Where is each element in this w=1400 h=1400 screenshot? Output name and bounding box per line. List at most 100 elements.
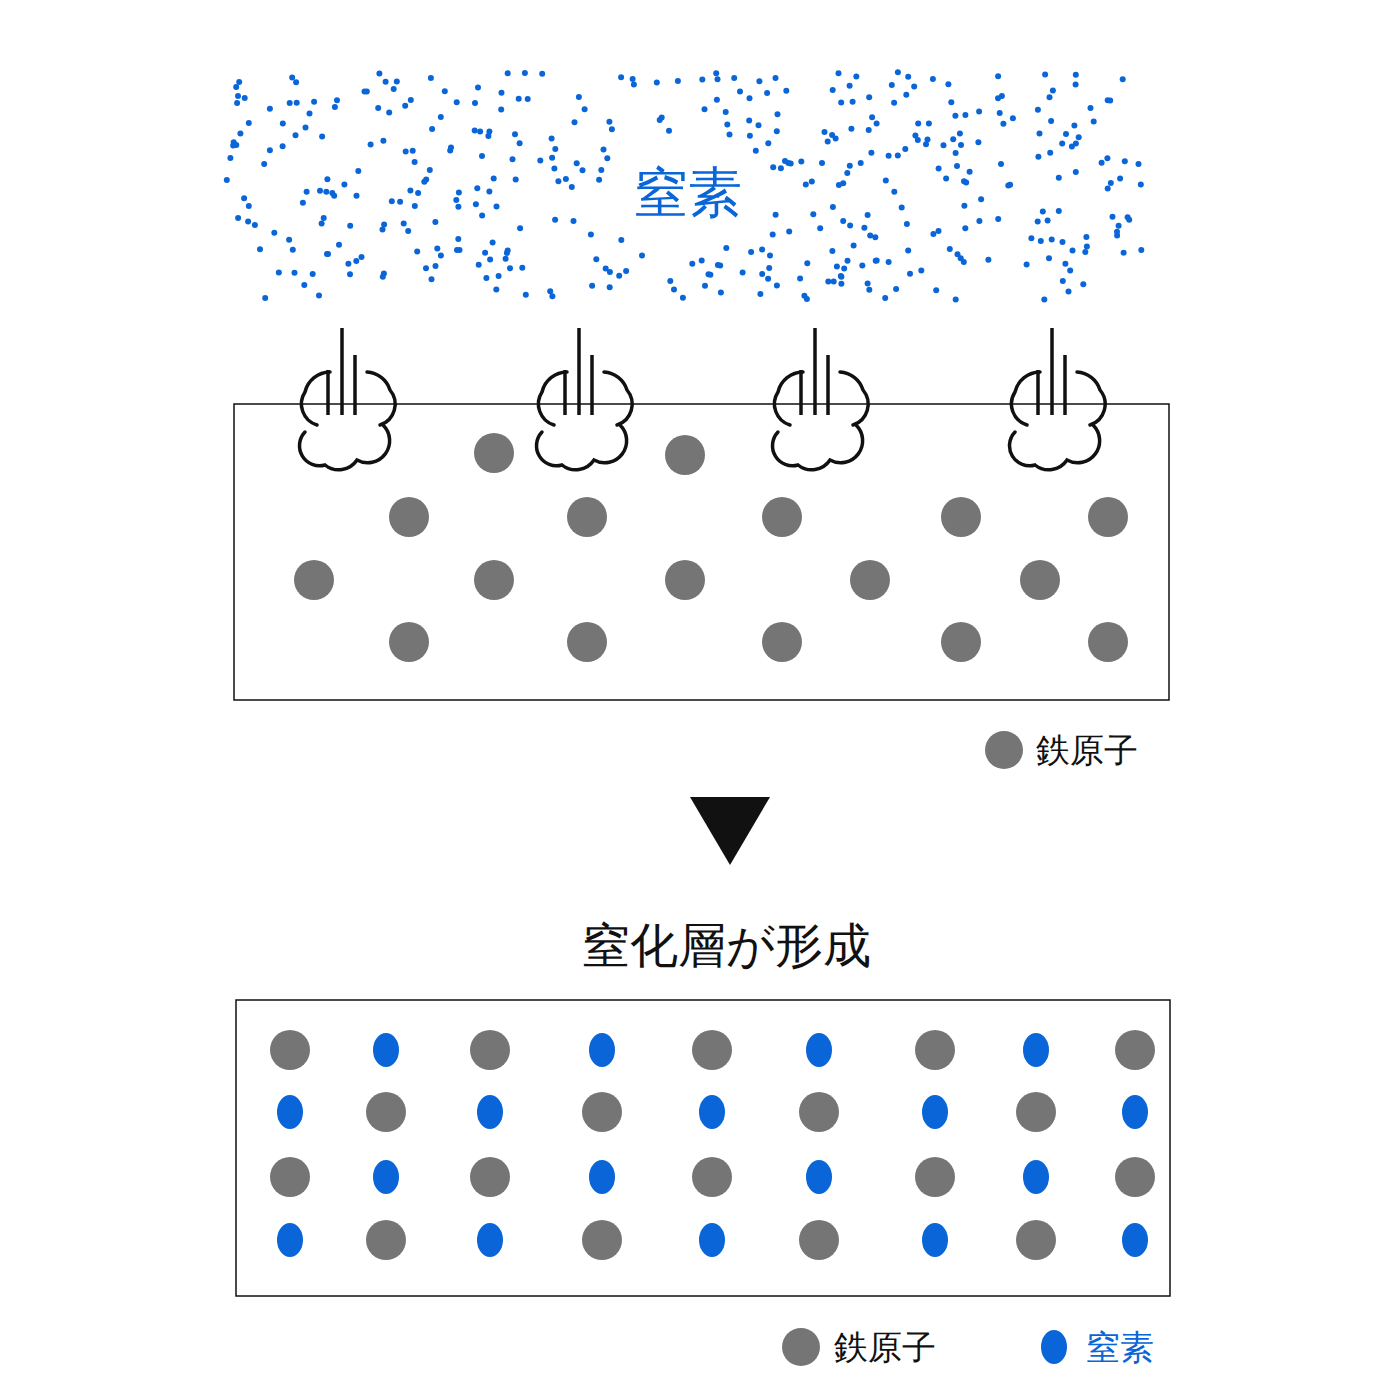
nitrogen-dot bbox=[421, 179, 427, 185]
nitrogen-dot bbox=[1121, 250, 1127, 256]
nitrogen-dot bbox=[438, 114, 444, 120]
nitrogen-dot bbox=[1073, 82, 1079, 88]
nitrogen-dot bbox=[841, 266, 847, 272]
iron-atom bbox=[470, 1030, 510, 1070]
nitrogen-dot bbox=[1136, 161, 1142, 167]
nitrogen-dot bbox=[757, 291, 763, 297]
nitrogen-dot bbox=[457, 247, 463, 253]
nitrogen-dot bbox=[290, 247, 296, 253]
nitrogen-dot bbox=[241, 195, 247, 201]
nitrogen-dot bbox=[1105, 97, 1111, 103]
nitrogen-dot bbox=[286, 237, 292, 243]
nitrogen-dot bbox=[699, 76, 705, 82]
nitrogen-dot bbox=[429, 126, 435, 132]
nitrogen-dot bbox=[394, 79, 400, 85]
nitrogen-dot bbox=[519, 265, 525, 271]
nitrogen-dot bbox=[1110, 214, 1116, 220]
nitrogen-dot bbox=[246, 203, 252, 209]
nitrogen-dot bbox=[891, 189, 897, 195]
nitrogen-dot bbox=[473, 201, 479, 207]
nitrogen-dot bbox=[563, 176, 569, 182]
nitrogen-dot bbox=[319, 221, 325, 227]
nitrogen-dot bbox=[347, 271, 353, 277]
nitrogen-dot bbox=[1040, 209, 1046, 215]
nitrogen-dot bbox=[353, 258, 359, 264]
nitrogen-dot bbox=[345, 261, 351, 267]
nitrogen-dot bbox=[998, 161, 1004, 167]
nitrogen-dot bbox=[912, 133, 918, 139]
nitrogen-dot bbox=[872, 234, 878, 240]
nitrogen-dot bbox=[447, 148, 453, 154]
nitrogen-dot bbox=[355, 168, 361, 174]
nitrogen-dot bbox=[825, 139, 831, 145]
nitrogen-dot bbox=[576, 94, 582, 100]
nitrogen-dot bbox=[1046, 255, 1052, 261]
nitrogen-dot bbox=[889, 82, 895, 88]
nitrogen-dot bbox=[893, 286, 899, 292]
nitrogen-dot bbox=[494, 204, 500, 210]
nitrogen-dot bbox=[926, 120, 932, 126]
iron-atom bbox=[762, 497, 802, 537]
nitrogen-dot bbox=[276, 270, 282, 276]
nitrogen-dot bbox=[236, 79, 242, 85]
nitrogen-dot bbox=[861, 225, 867, 231]
iron-atom bbox=[762, 622, 802, 662]
nitrogen-dot bbox=[522, 70, 528, 76]
iron-atom bbox=[915, 1157, 955, 1197]
nitrogen-dot bbox=[773, 75, 779, 81]
nitrogen-dot bbox=[606, 119, 612, 125]
nitrogen-atom bbox=[477, 1223, 503, 1257]
nitrogen-dot bbox=[976, 108, 982, 114]
nitrogen-dot bbox=[513, 177, 519, 183]
nitrogen-dot bbox=[479, 213, 485, 219]
nitrogen-dot bbox=[759, 247, 765, 253]
nitrogen-dot bbox=[389, 198, 395, 204]
nitrogen-dot bbox=[429, 276, 435, 282]
nitrogen-dot bbox=[874, 257, 880, 263]
nitrogen-dot bbox=[516, 96, 522, 102]
nitrogen-dot bbox=[936, 166, 942, 172]
nitrogen-dot bbox=[866, 127, 872, 133]
nitrogen-dot bbox=[869, 114, 875, 120]
iron-atom bbox=[474, 560, 514, 600]
nitrogen-dot bbox=[905, 74, 911, 80]
nitrogen-dot bbox=[329, 190, 335, 196]
nitrogen-dot bbox=[958, 142, 964, 148]
nitrogen-dot bbox=[830, 204, 836, 210]
nitrogen-dot bbox=[727, 132, 733, 138]
nitrogen-dot bbox=[362, 88, 368, 94]
nitrogen-dot bbox=[616, 273, 622, 279]
nitrogen-dot bbox=[1050, 88, 1056, 94]
nitrogen-dot bbox=[963, 179, 969, 185]
nitrogen-dot bbox=[765, 276, 771, 282]
nitrogen-dot bbox=[490, 240, 496, 246]
nitrogen-atom bbox=[589, 1160, 615, 1194]
nitrogen-dot bbox=[582, 106, 588, 112]
nitrogen-dot bbox=[895, 69, 901, 75]
iron-atom bbox=[915, 1030, 955, 1070]
nitrogen-dot bbox=[405, 228, 411, 234]
nitrogen-dot bbox=[834, 264, 840, 270]
nitrogen-dot bbox=[601, 147, 607, 153]
iron-atom bbox=[850, 560, 890, 600]
nitrogen-dot bbox=[654, 80, 660, 86]
nitrogen-dot bbox=[829, 132, 835, 138]
nitrogen-dot bbox=[304, 189, 310, 195]
nitrogen-dot bbox=[995, 73, 1001, 79]
nitrogen-dot bbox=[321, 215, 327, 221]
nitrogen-dot bbox=[829, 248, 835, 254]
nitrogen-dot bbox=[434, 246, 440, 252]
nitrogen-dot bbox=[453, 197, 459, 203]
nitrogen-dot bbox=[1060, 239, 1066, 245]
nitrogen-dot bbox=[423, 265, 429, 271]
nitrogen-dot bbox=[325, 251, 331, 257]
nitrogen-dot bbox=[967, 169, 973, 175]
nitrogen-gas-dots bbox=[224, 69, 1145, 302]
nitrogen-dot bbox=[985, 257, 991, 263]
iron-atom bbox=[1016, 1220, 1056, 1260]
nitrogen-dot bbox=[737, 89, 743, 95]
nitrogen-dot bbox=[874, 121, 880, 127]
nitrogen-dot bbox=[950, 136, 956, 142]
nitrogen-dot bbox=[865, 281, 871, 287]
nitrogen-dot bbox=[549, 155, 555, 161]
